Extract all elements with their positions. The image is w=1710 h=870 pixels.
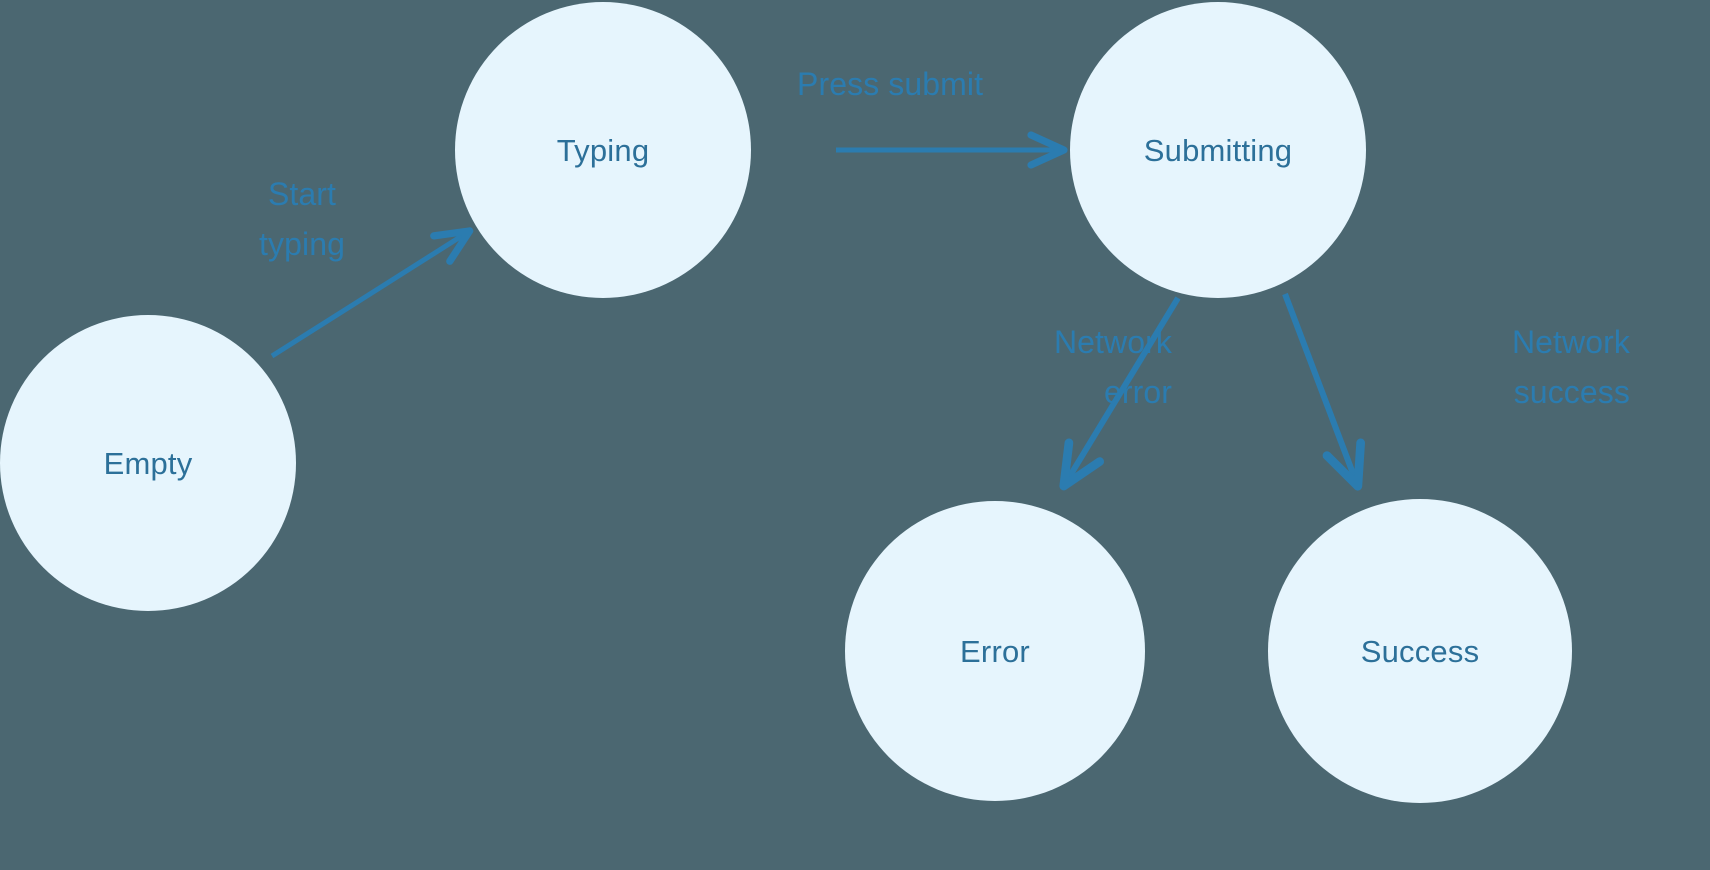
state-node-empty[interactable]: Empty: [0, 315, 296, 611]
state-node-success-label: Success: [1360, 633, 1480, 669]
edge-label-press-submit: Press submit: [797, 66, 984, 102]
edge-empty-to-typing: [270, 227, 474, 359]
state-node-error-label: Error: [960, 633, 1030, 669]
state-node-typing[interactable]: Typing: [455, 2, 751, 298]
state-node-submitting[interactable]: Submitting: [1070, 2, 1366, 298]
edge-submitting-to-error: [1059, 296, 1181, 491]
edge-label-network-error: Network error: [1053, 324, 1172, 410]
state-node-empty-label: Empty: [103, 445, 193, 481]
edge-submitting-to-success: [1282, 292, 1365, 491]
state-node-typing-label: Typing: [556, 132, 650, 168]
state-node-error[interactable]: Error: [845, 501, 1145, 801]
state-node-success[interactable]: Success: [1268, 499, 1572, 803]
edge-label-start-typing: Start typing: [259, 176, 345, 262]
edge-label-network-success: Network success: [1511, 324, 1630, 410]
state-node-submitting-label: Submitting: [1143, 132, 1293, 168]
